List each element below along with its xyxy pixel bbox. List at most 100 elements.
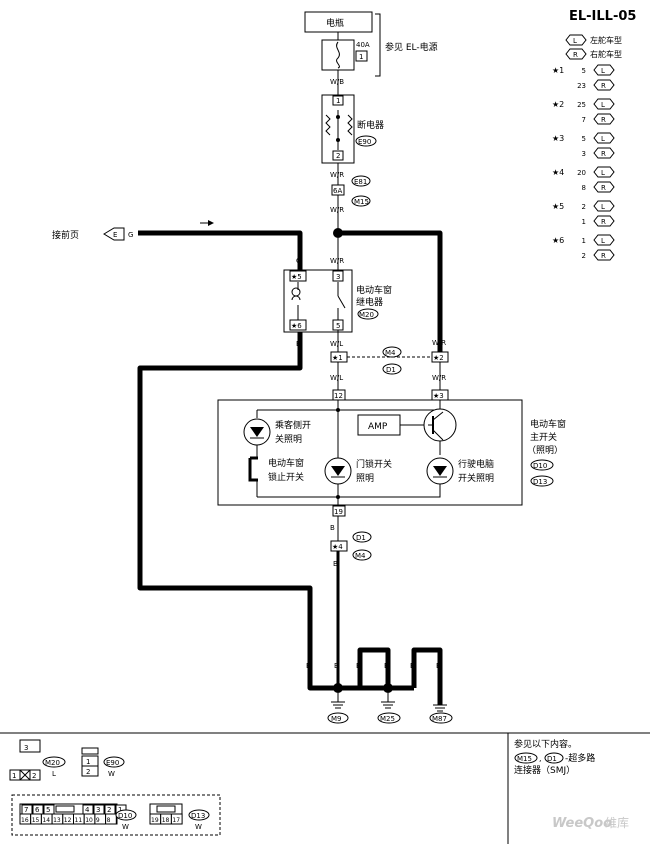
page-id: EL-ILL-05 [569, 9, 636, 24]
svg-text:D1: D1 [547, 755, 557, 763]
legend-r-badge [593, 113, 615, 125]
pin-cell [105, 813, 117, 825]
svg-text:12: 12 [334, 392, 343, 400]
svg-text:★1: ★1 [332, 354, 343, 362]
legend-l-pin: 5 [582, 135, 586, 143]
svg-text:L: L [52, 770, 56, 778]
svg-text:（照明）: （照明） [527, 445, 563, 456]
legend-r-pin: 3 [582, 150, 586, 158]
svg-text:WeeQoo: WeeQoo [552, 816, 612, 831]
pin-cell [170, 813, 183, 825]
ground-m87-label: M87 [432, 715, 447, 723]
fuse-icon [336, 41, 340, 69]
svg-text:E90: E90 [106, 759, 119, 767]
svg-text:W/R: W/R [432, 339, 446, 347]
connector-key [55, 805, 75, 813]
svg-text:L: L [573, 37, 577, 45]
svg-text:M4: M4 [355, 552, 366, 560]
pin-label: 5 [46, 806, 50, 814]
legend-l-code: L [601, 135, 605, 143]
svg-text:W: W [122, 823, 129, 831]
connector-e81: E81 [354, 178, 367, 186]
pin-label: 13 [53, 817, 61, 824]
svg-text:关照明: 关照明 [275, 433, 302, 445]
svg-text:B: B [384, 662, 389, 670]
legend-r-pin: 2 [582, 252, 586, 260]
legend-r-code: R [601, 184, 606, 192]
svg-text:2: 2 [86, 768, 90, 776]
pin-label: 11 [75, 817, 83, 824]
svg-text:W/R: W/R [432, 374, 446, 382]
connector-m15: M15 [354, 198, 369, 206]
breaker-label: 断电器 [357, 119, 384, 131]
pin-label: 6 [35, 806, 40, 814]
legend-l-pin: 20 [577, 169, 586, 177]
svg-text:锁止开关: 锁止开关 [268, 471, 304, 483]
svg-text:M20: M20 [45, 759, 60, 767]
fuse-box [321, 39, 355, 71]
svg-text:W/R: W/R [330, 257, 344, 265]
relay-label: 电动车窗 [356, 284, 392, 296]
connector-m4: M4 [385, 349, 396, 357]
svg-text:B: B [356, 662, 361, 670]
svg-text:B: B [306, 662, 311, 670]
legend-r-code: R [601, 82, 606, 90]
svg-text:主开关: 主开关 [530, 431, 557, 443]
legend-l-badge [593, 234, 615, 246]
legend-l-pin: 25 [577, 101, 586, 109]
legend-r-pin: 7 [582, 116, 586, 124]
pin-label: 12 [64, 817, 72, 824]
legend-star: ★1 [552, 66, 564, 75]
svg-text:继电器: 继电器 [356, 296, 383, 308]
svg-text:M15: M15 [517, 755, 532, 763]
pin-label: 3 [96, 806, 100, 814]
legend-r-badge [593, 181, 615, 193]
legend-l-badge [593, 200, 615, 212]
svg-text:D13: D13 [191, 812, 205, 820]
breaker-element-icon [325, 114, 353, 136]
pin-label: 18 [162, 817, 170, 824]
pin-label: 16 [21, 817, 29, 824]
pin-label: 7 [24, 806, 28, 814]
lock-switch-label: 电动车窗 [268, 457, 304, 469]
svg-text:★5: ★5 [291, 273, 302, 281]
legend-r-badge [593, 147, 615, 159]
pin-label: 2 [107, 806, 111, 814]
svg-text:★3: ★3 [433, 392, 444, 400]
ground-m25-label: M25 [380, 715, 395, 723]
legend-r-code: R [601, 116, 606, 124]
svg-text:AMP: AMP [368, 422, 388, 432]
svg-text:★6: ★6 [291, 322, 302, 330]
svg-text:R: R [573, 51, 578, 59]
power-ref: 参见 EL-电源 [385, 41, 438, 53]
legend-star: ★5 [552, 202, 564, 211]
legend-star: ★3 [552, 134, 564, 143]
legend-l-code: L [601, 203, 605, 211]
legend-r-badge [593, 249, 615, 261]
pin-label: 15 [32, 817, 40, 824]
main-switch-label: 电动车窗 [530, 418, 566, 430]
legend-l-code: L [601, 169, 605, 177]
pin-label: 17 [172, 817, 180, 824]
legend-star: ★6 [552, 236, 564, 245]
svg-text:19: 19 [334, 508, 343, 516]
legend-r-badge [593, 215, 615, 227]
ground-m87-icon [433, 704, 447, 712]
svg-text:W/L: W/L [330, 340, 343, 348]
pin-label: 14 [42, 817, 50, 824]
connector-m20-face: 3 1 2 M20 L [9, 739, 66, 781]
fuse-amp: 40A [356, 41, 370, 49]
pin-label: 19 [151, 817, 159, 824]
svg-text:E: E [113, 231, 117, 239]
svg-text:6A: 6A [333, 187, 342, 195]
pin-label: 1 [118, 806, 122, 814]
svg-text:B: B [436, 662, 441, 670]
pin-label: 9 [96, 817, 100, 824]
pin-label: 10 [85, 817, 93, 824]
legend-r-pin: 8 [582, 184, 586, 192]
legend-l-code: L [601, 237, 605, 245]
relay-switch-icon [337, 295, 346, 309]
svg-text:★4: ★4 [332, 543, 343, 551]
